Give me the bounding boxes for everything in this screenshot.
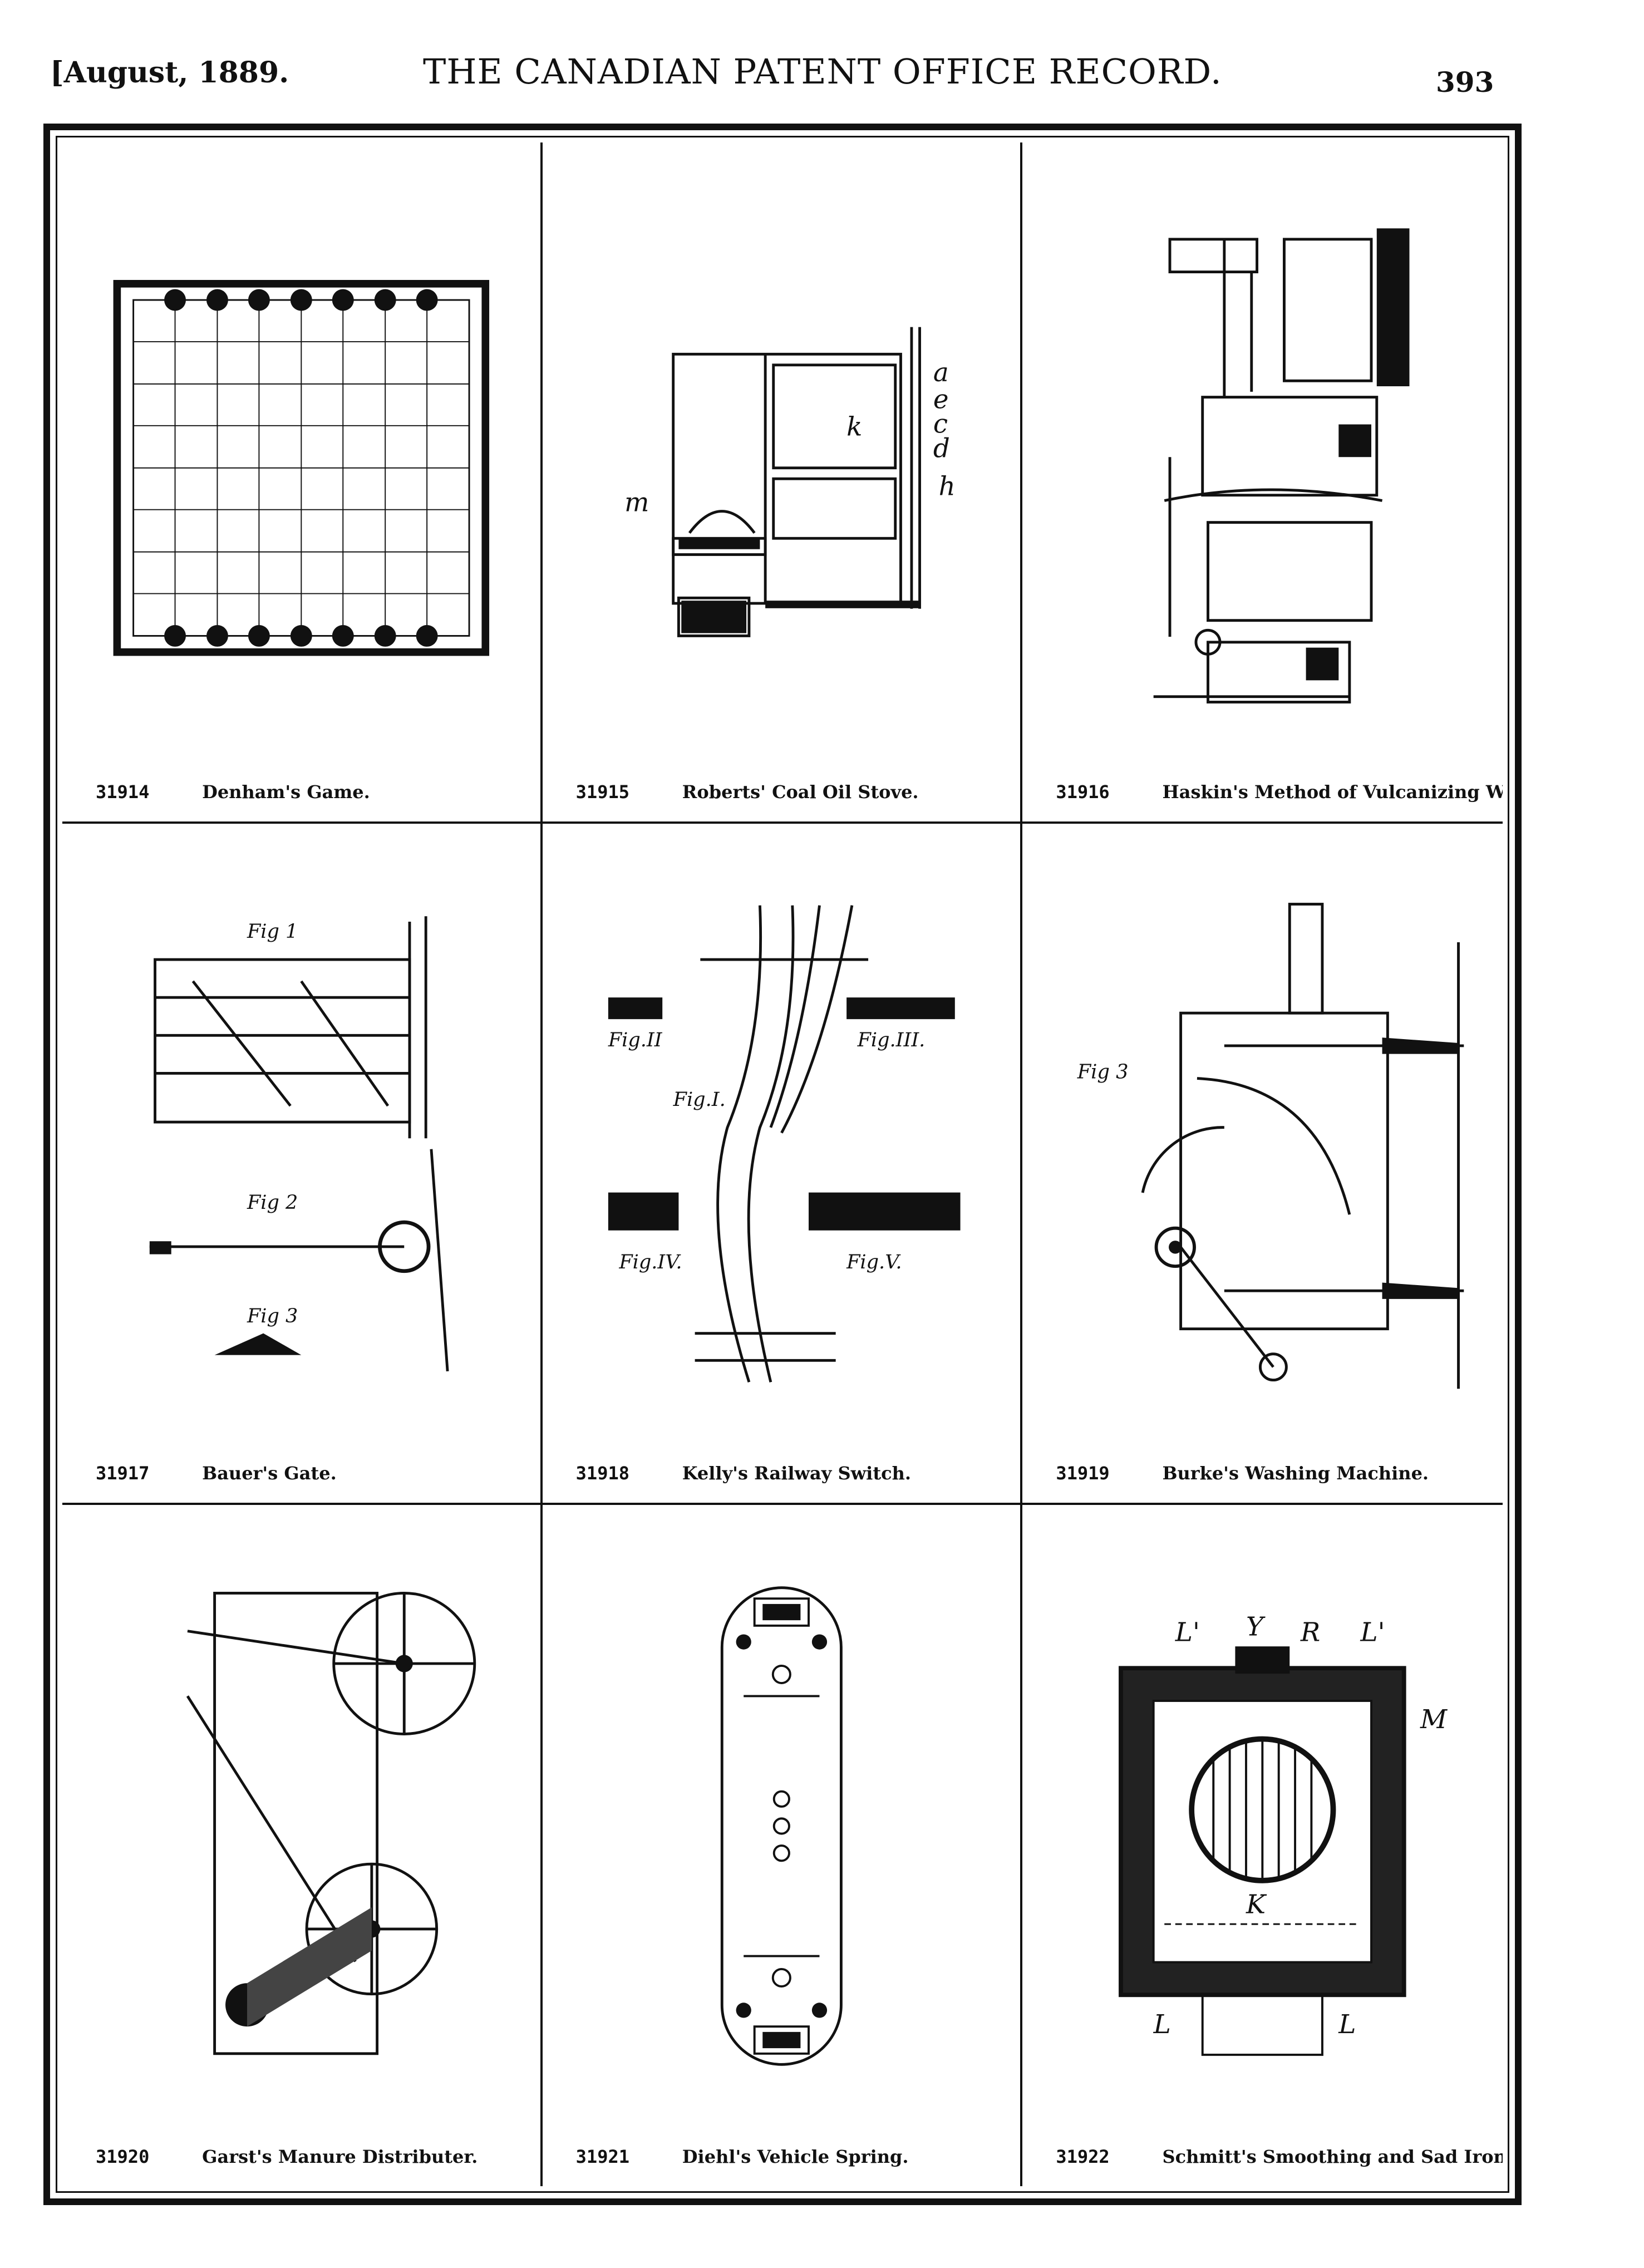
patent-cell-31915: a e c d h k m 31915 Roberts' Coal Oil St… [542, 142, 1023, 824]
heater-label-l2: L' [1360, 1617, 1385, 1647]
patent-title: Denham's Game. [202, 781, 370, 803]
patent-number: 31916 [1056, 781, 1110, 803]
heater-label-k: K [1246, 1890, 1267, 1920]
heater-label-m: M [1420, 1704, 1448, 1735]
patent-number: 31920 [96, 2146, 150, 2167]
patent-title: Schmitt's Smoothing and Sad Iron Heater. [1162, 2146, 1503, 2167]
patent-cell-31918: Fig.II Fig.III. Fig.I. Fig.IV. Fig.V. 31… [542, 824, 1023, 1505]
stove-label-e: e [933, 385, 949, 415]
stove-label-c: c [933, 409, 948, 439]
patent-caption: 31922 Schmitt's Smoothing and Sad Iron H… [1056, 2146, 1503, 2167]
patent-cell-31917: Fig 1 Fig 2 [62, 824, 543, 1505]
patent-grid: 31914 Denham's Game. [62, 142, 1503, 2186]
railway-switch-drawing: Fig.II Fig.III. Fig.I. Fig.IV. Fig.V. [565, 857, 998, 1430]
patent-caption: 31916 Haskin's Method of Vulcanizing Woo… [1056, 781, 1503, 803]
patent-cell-31922: L' Y R L' M K L L 31922 Schmitt's Smooth… [1022, 1505, 1503, 2186]
heater-label-l1: L' [1175, 1617, 1200, 1647]
gate-fig1-label: Fig 1 [247, 920, 298, 943]
patent-number: 31915 [575, 781, 629, 803]
heater-label-r: R [1300, 1617, 1320, 1647]
page-number: 393 [1436, 66, 1494, 99]
stove-label-d: d [933, 434, 950, 464]
switch-fig2-label: Fig.II [608, 1029, 663, 1051]
patent-title: Garst's Manure Distributer. [202, 2146, 478, 2167]
patent-caption: 31917 Bauer's Gate. [96, 1463, 518, 1484]
patent-caption: 31914 Denham's Game. [96, 781, 518, 803]
game-board-drawing [85, 176, 518, 749]
sad-iron-heater-drawing: L' Y R L' M K L L [1045, 1538, 1480, 2114]
vehicle-spring-drawing [565, 1538, 998, 2114]
frame-inner-rule [56, 136, 1509, 2193]
patent-title: Kelly's Railway Switch. [682, 1463, 911, 1484]
page-header: [August, 1889. THE CANADIAN PATENT OFFIC… [0, 0, 1644, 111]
patent-cell-31914: 31914 Denham's Game. [62, 142, 543, 824]
patent-cell-31916: 31916 Haskin's Method of Vulcanizing Woo… [1022, 142, 1503, 824]
coal-oil-stove-drawing: a e c d h k m [565, 176, 998, 749]
patent-number: 31922 [1056, 2146, 1110, 2167]
publication-title: THE CANADIAN PATENT OFFICE RECORD. [423, 51, 1222, 92]
switch-fig4-label: Fig.IV. [618, 1251, 682, 1273]
washing-machine-drawing: Fig 3 [1045, 857, 1480, 1430]
patent-caption: 31921 Diehl's Vehicle Spring. [576, 2146, 998, 2167]
washer-fig-label: Fig 3 [1077, 1061, 1129, 1084]
heater-label-y: Y [1246, 1612, 1266, 1642]
stove-label-k: k [846, 412, 862, 442]
patent-cell-31919: Fig 3 31919 Burke's Washing Machine. [1022, 824, 1503, 1505]
patent-title: Diehl's Vehicle Spring. [682, 2146, 909, 2167]
stove-label-h: h [938, 471, 955, 501]
gate-drawing: Fig 1 Fig 2 [85, 857, 518, 1430]
gate-fig3-label: Fig 3 [247, 1305, 298, 1327]
patent-caption: 31915 Roberts' Coal Oil Stove. [576, 781, 998, 803]
patent-number: 31914 [96, 781, 150, 803]
patent-title: Roberts' Coal Oil Stove. [682, 781, 919, 803]
patent-caption: 31920 Garst's Manure Distributer. [96, 2146, 518, 2167]
issue-date: [August, 1889. [50, 56, 289, 90]
patent-cell-31921: 31921 Diehl's Vehicle Spring. [543, 1505, 1023, 2186]
patent-title: Bauer's Gate. [202, 1463, 337, 1484]
patent-caption: 31919 Burke's Washing Machine. [1056, 1463, 1480, 1484]
patent-title: Burke's Washing Machine. [1162, 1463, 1429, 1484]
patent-number: 31921 [575, 2146, 629, 2167]
patent-title: Haskin's Method of Vulcanizing Wood. [1162, 781, 1503, 803]
patent-number: 31919 [1056, 1463, 1110, 1484]
vulcanizing-apparatus-drawing [1045, 176, 1480, 749]
switch-fig5-label: Fig.V. [846, 1251, 902, 1273]
gate-fig2-label: Fig 2 [247, 1191, 298, 1214]
heater-label-l4: L [1338, 2009, 1356, 2040]
patent-cell-31920: 31920 Garst's Manure Distributer. [62, 1505, 543, 2186]
switch-fig3-label: Fig.III. [857, 1029, 925, 1051]
patent-caption: 31918 Kelly's Railway Switch. [576, 1463, 998, 1484]
patent-number: 31918 [575, 1463, 629, 1484]
manure-distributer-drawing [85, 1538, 518, 2114]
heater-label-l3: L [1153, 2009, 1171, 2040]
stove-label-a: a [933, 358, 949, 388]
switch-fig1-label: Fig.I. [672, 1088, 725, 1111]
patent-plate-frame: 31914 Denham's Game. [43, 124, 1522, 2205]
stove-label-m: m [624, 488, 649, 518]
patent-number: 31917 [96, 1463, 150, 1484]
